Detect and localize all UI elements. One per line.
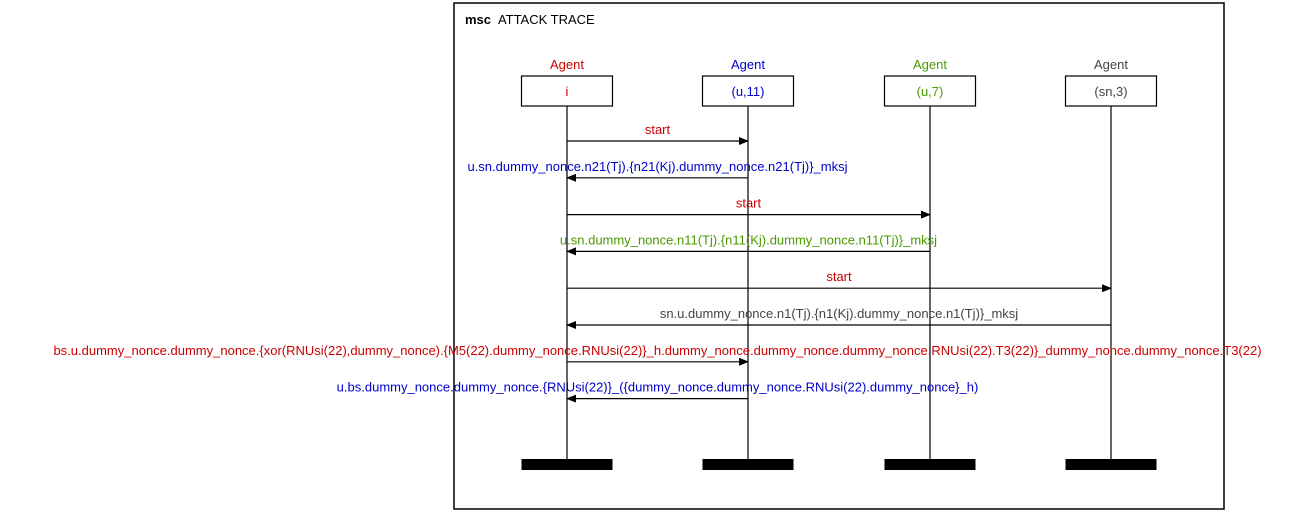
- message-label: u.bs.dummy_nonce.dummy_nonce.{RNUsi(22)}…: [337, 380, 979, 395]
- agent-name-label: (u,7): [917, 84, 944, 99]
- agent-role-label: Agent: [1094, 57, 1128, 72]
- agent-box: [701, 75, 795, 107]
- lifeline-end-bar: [702, 459, 794, 470]
- message-2: start: [567, 196, 931, 219]
- title-text: ATTACK TRACE: [498, 12, 595, 27]
- message-0: start: [567, 122, 749, 145]
- agents-layer: Agent i Agent (u,11) Agent (u,7) Agent (sn,3): [520, 57, 1158, 470]
- title-keyword: msc: [465, 12, 491, 27]
- message-label: start: [736, 196, 762, 211]
- agent-3: Agent (sn,3): [1064, 57, 1158, 470]
- agent-role-label: Agent: [731, 57, 765, 72]
- message-5: sn.u.dummy_nonce.n1(Tj).{n1(Kj).dummy_no…: [566, 306, 1111, 329]
- lifeline-end-bar: [521, 459, 613, 470]
- agent-name-label: (u,11): [732, 84, 765, 99]
- message-7: u.bs.dummy_nonce.dummy_nonce.{RNUsi(22)}…: [337, 380, 979, 403]
- agent-name-label: (sn,3): [1094, 84, 1127, 99]
- message-label: bs.u.dummy_nonce.dummy_nonce.{xor(RNUsi(…: [53, 343, 1261, 358]
- diagram-title: msc ATTACK TRACE: [465, 12, 595, 27]
- message-label: u.sn.dummy_nonce.n21(Tj).{n21(Kj).dummy_…: [467, 159, 847, 174]
- message-label: sn.u.dummy_nonce.n1(Tj).{n1(Kj).dummy_no…: [660, 306, 1018, 321]
- agent-2: Agent (u,7): [883, 57, 977, 470]
- agent-name-label: i: [566, 84, 569, 99]
- message-label: u.sn.dummy_nonce.n11(Tj).{n11(Kj).dummy_…: [560, 232, 937, 247]
- agent-1: Agent (u,11): [701, 57, 795, 470]
- message-label: start: [826, 269, 852, 284]
- lifeline-end-bar: [1065, 459, 1157, 470]
- lifeline-end-bar: [884, 459, 976, 470]
- agent-box: [1064, 75, 1158, 107]
- message-3: u.sn.dummy_nonce.n11(Tj).{n11(Kj).dummy_…: [560, 232, 937, 256]
- agent-box: [883, 75, 977, 107]
- messages-layer: start u.sn.dummy_nonce.n21(Tj).{n21(Kj).d…: [53, 122, 1262, 403]
- message-1: u.sn.dummy_nonce.n21(Tj).{n21(Kj).dummy_…: [467, 159, 848, 182]
- message-6: bs.u.dummy_nonce.dummy_nonce.{xor(RNUsi(…: [53, 343, 1262, 366]
- diagram-frame: [453, 2, 1225, 510]
- agent-box: [520, 75, 614, 107]
- agent-role-label: Agent: [913, 57, 947, 72]
- message-label: start: [645, 122, 671, 137]
- message-4: start: [567, 269, 1112, 293]
- agent-role-label: Agent: [550, 57, 584, 72]
- agent-0: Agent i: [520, 57, 614, 470]
